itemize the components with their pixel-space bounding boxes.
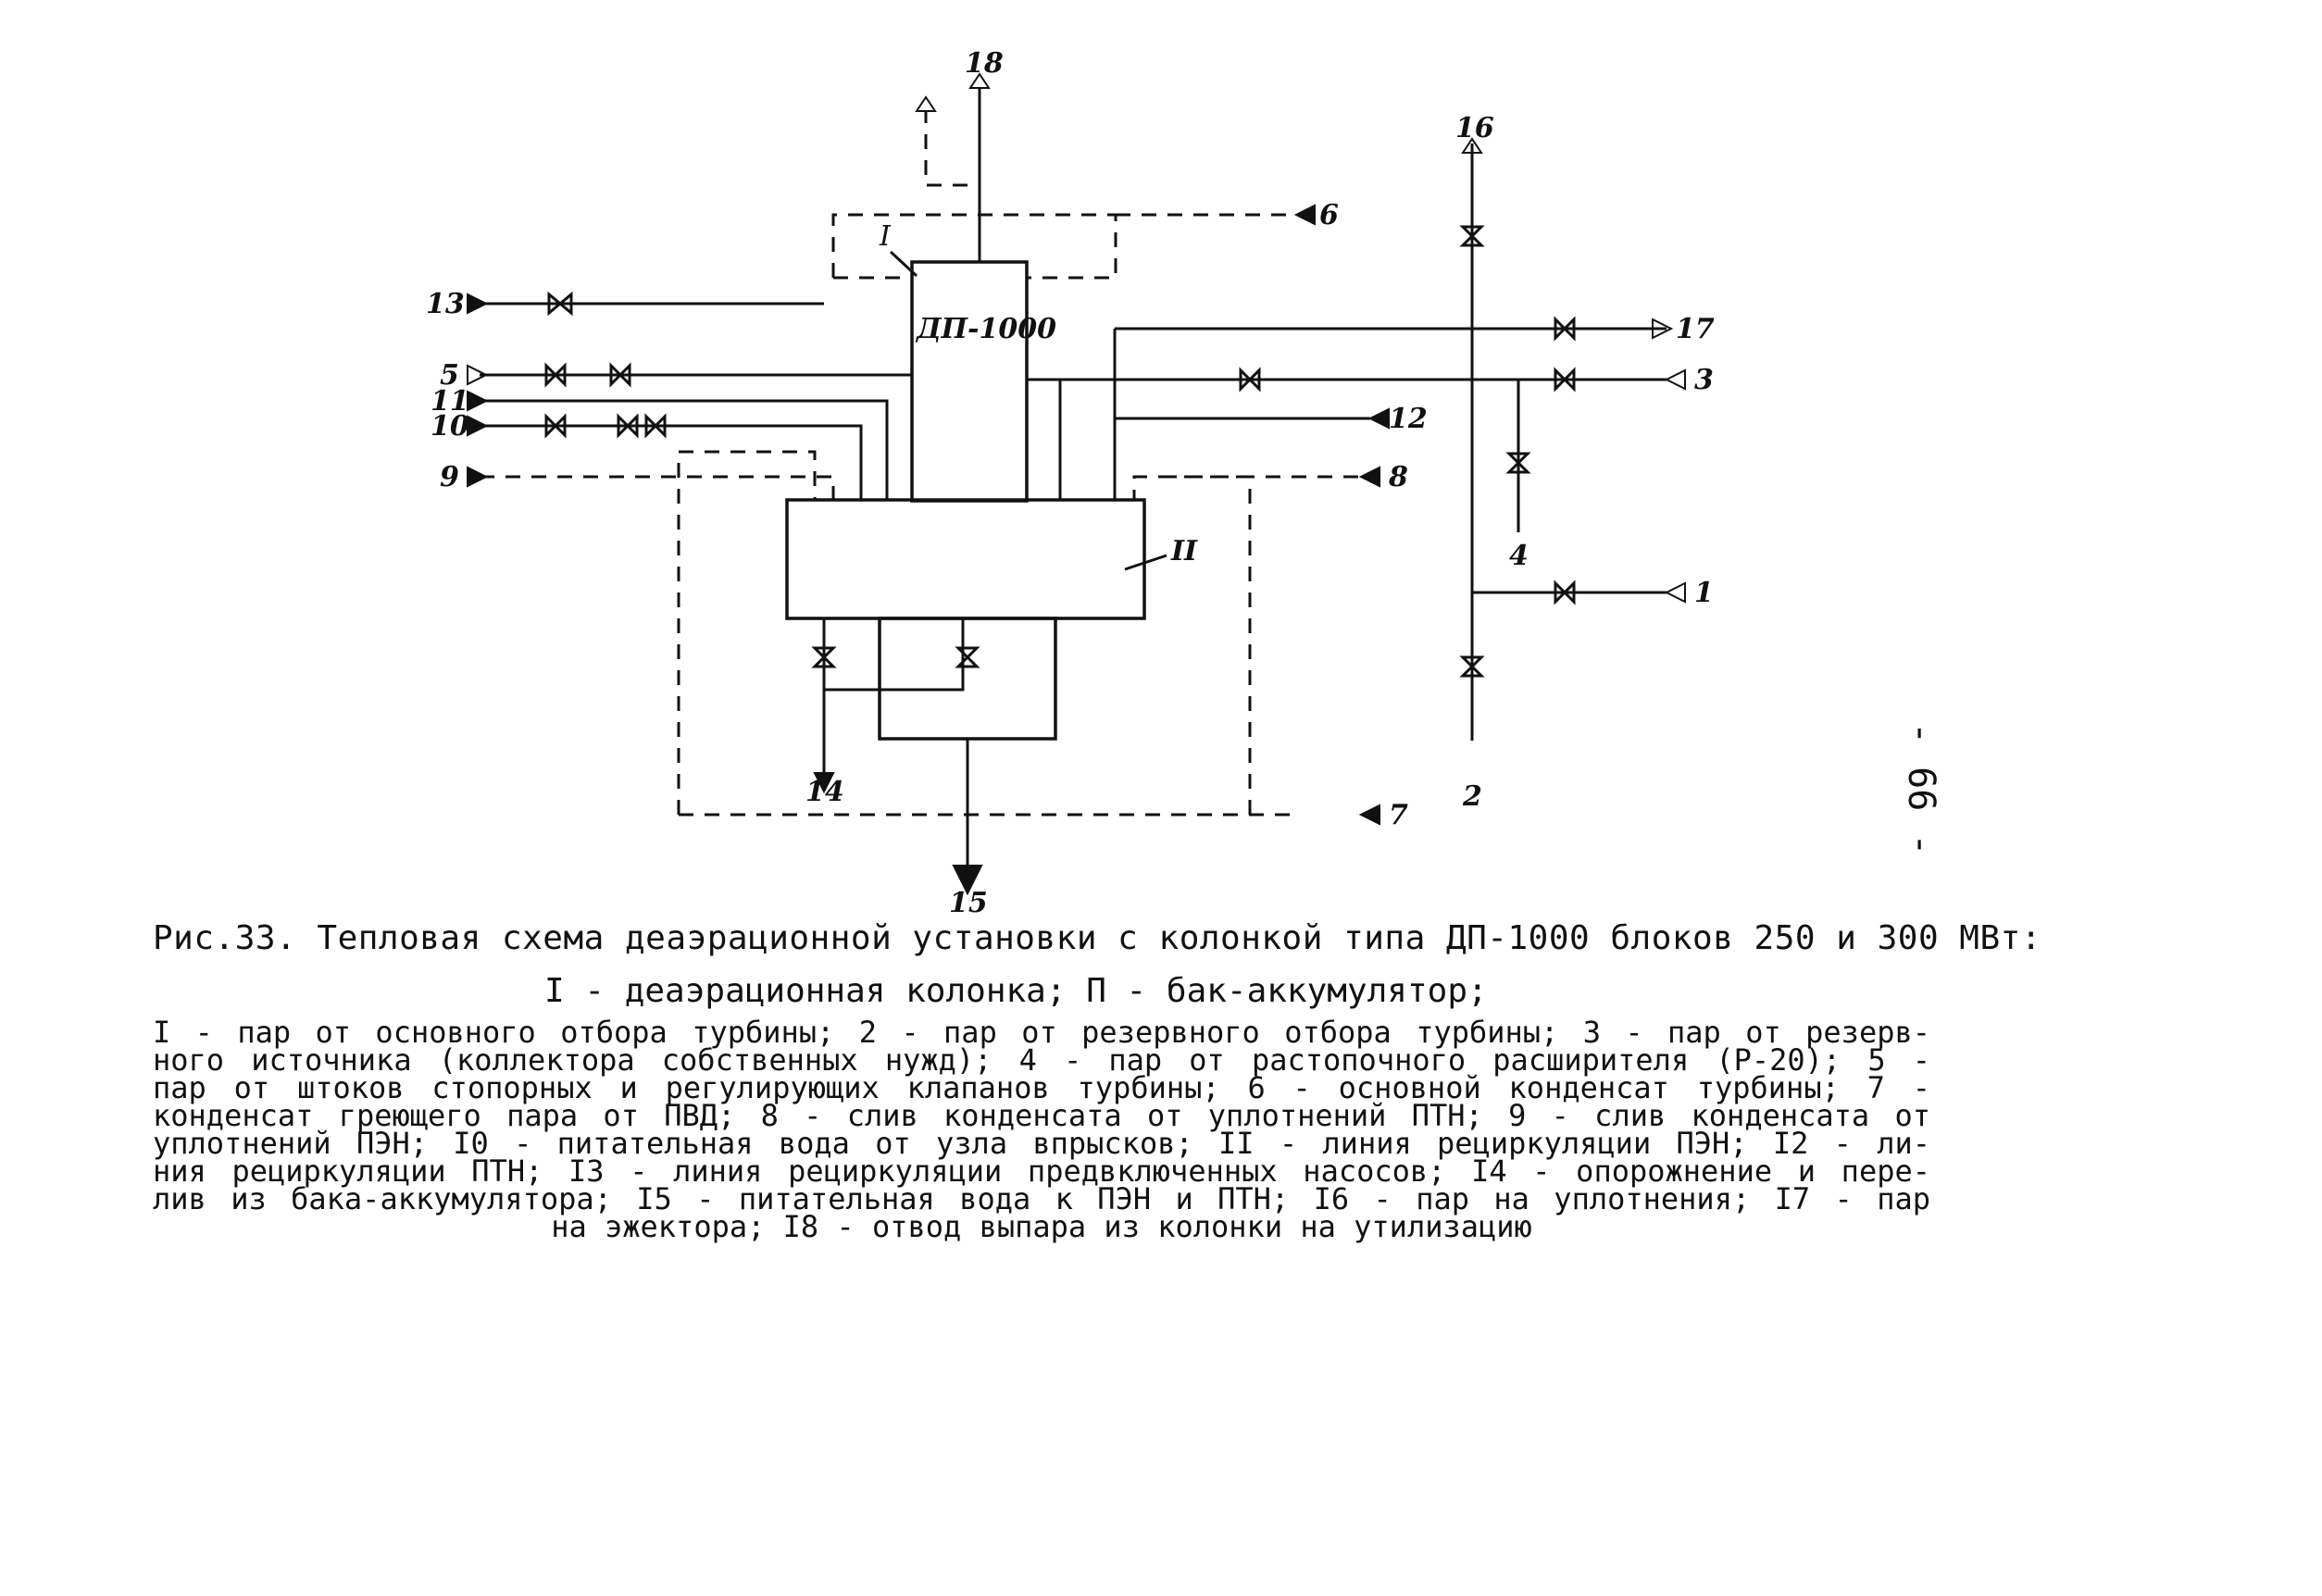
dashed-drain-left [677, 450, 817, 815]
outlet-manifold [878, 617, 1057, 741]
legend-line: ного источника (коллектора собственных н… [153, 1042, 1930, 1078]
legend-line: конденсат греющего пара от ПВД; 8 - слив… [153, 1098, 1930, 1133]
legend-line: I - пар от основного отбора турбины; 2 -… [153, 1015, 1930, 1050]
line-10 [480, 424, 863, 500]
marker-column: I [879, 220, 892, 253]
storage-tank [785, 498, 1146, 620]
label-17: 17 [1676, 313, 1715, 345]
legend-line: лив из бака-аккумулятора; I5 - питательн… [153, 1181, 1930, 1216]
label-14: 14 [805, 776, 844, 808]
label-6: 6 [1319, 199, 1339, 231]
label-11: 11 [431, 385, 469, 418]
label-10: 10 [431, 410, 469, 443]
label-15: 15 [949, 887, 988, 919]
page-number: - 66 - [1900, 722, 1942, 856]
deaerator-column [910, 260, 1029, 503]
marker-tank: II [1170, 535, 1198, 567]
label-column: ДП-1000 [915, 313, 1056, 345]
legend-line: уплотнений ПЭН; I0 - питательная вода от… [153, 1126, 1930, 1161]
line-11 [480, 399, 889, 500]
legend-line: ния рециркуляции ПТН; I3 - линия рецирку… [153, 1153, 1931, 1189]
valve-icons [544, 225, 1576, 678]
label-5: 5 [440, 359, 459, 392]
legend-line: пар от штоков стопорных и регулирующих к… [153, 1070, 1930, 1105]
legend-line: на эжектора; I8 - отвод выпара из колонк… [551, 1209, 1532, 1244]
label-2: 2 [1462, 780, 1482, 813]
arrow-icons [467, 72, 1686, 896]
line-9 [480, 475, 835, 500]
label-8: 8 [1388, 461, 1408, 493]
vapour-hood [831, 213, 1117, 280]
figure-title: Рис.33. Тепловая схема деаэрационной уст… [153, 919, 2041, 957]
figure-legend: I - пар от основного отбора турбины; 2 -… [153, 1015, 1931, 1244]
label-16: 16 [1455, 112, 1494, 144]
label-1: 1 [1694, 577, 1714, 609]
label-9: 9 [440, 461, 459, 493]
label-13: 13 [426, 288, 465, 320]
figure-subtitle: I - деаэрационная колонка; П - бак-аккум… [544, 972, 1488, 1010]
label-18: 18 [965, 47, 1004, 80]
label-4: 4 [1509, 540, 1529, 572]
label-7: 7 [1389, 799, 1408, 831]
label-3: 3 [1694, 364, 1714, 396]
label-12: 12 [1389, 403, 1428, 435]
